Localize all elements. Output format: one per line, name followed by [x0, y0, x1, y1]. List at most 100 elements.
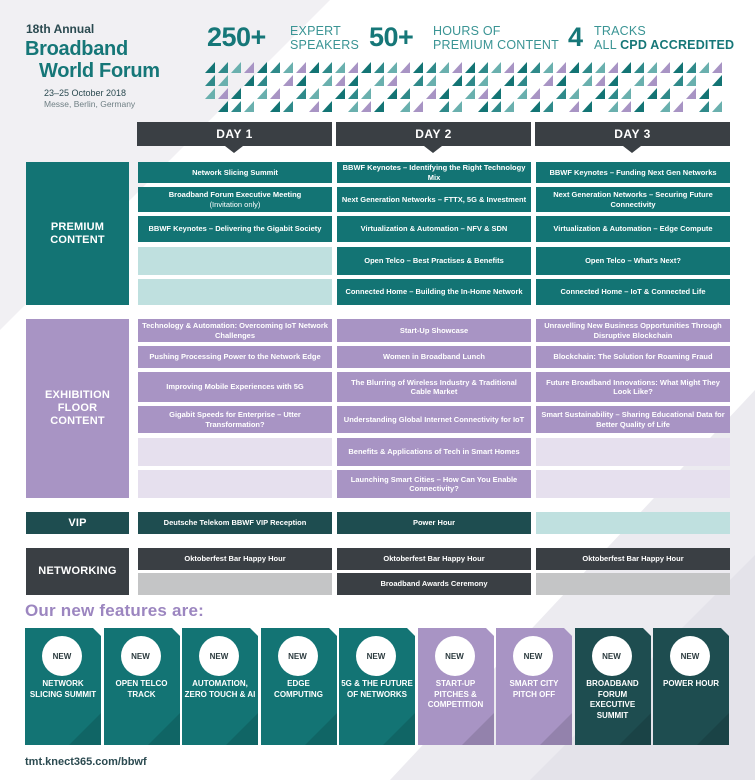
session-cell[interactable]: Open Telco – Best Practises & Benefits	[337, 247, 531, 275]
session-cell[interactable]: The Blurring of Wireless Industry & Trad…	[337, 372, 531, 402]
pattern-triangle	[595, 88, 605, 99]
session-cell[interactable]: Next Generation Networks – FTTX, 5G & In…	[337, 187, 531, 212]
pattern-triangle	[296, 62, 306, 73]
new-badge: NEW	[356, 636, 396, 676]
pattern-triangle	[699, 62, 709, 73]
pattern-triangle	[634, 62, 644, 73]
pattern-triangle	[504, 75, 514, 86]
session-cell[interactable]: Connected Home – IoT & Connected Life	[536, 279, 730, 305]
pattern-triangle	[504, 62, 514, 73]
pattern-triangle	[452, 62, 462, 73]
session-cell[interactable]: Benefits & Applications of Tech in Smart…	[337, 438, 531, 466]
exhibition-floor-label: EXHIBITION FLOOR CONTENT	[26, 319, 129, 498]
session-cell[interactable]: Women in Broadband Lunch	[337, 346, 531, 368]
pattern-triangle	[205, 75, 215, 86]
pattern-triangle	[231, 62, 241, 73]
day2-header: DAY 2	[336, 122, 531, 146]
day2-arrow-icon	[424, 146, 442, 153]
pattern-triangle	[231, 101, 241, 112]
session-cell[interactable]: Next Generation Networks – Securing Futu…	[536, 187, 730, 212]
pattern-triangle	[647, 88, 657, 99]
pattern-triangle	[673, 101, 683, 112]
session-cell[interactable]: Connected Home – Building the In-Home Ne…	[337, 279, 531, 305]
pattern-triangle	[465, 88, 475, 99]
session-cell[interactable]: BBWF Keynotes – Funding Next Gen Network…	[536, 162, 730, 183]
pattern-triangle	[621, 88, 631, 99]
pattern-triangle	[335, 75, 345, 86]
session-cell[interactable]: Pushing Processing Power to the Network …	[138, 346, 332, 368]
pattern-triangle	[660, 62, 670, 73]
session-cell[interactable]: Power Hour	[337, 512, 531, 534]
session-cell[interactable]: Virtualization & Automation – Edge Compu…	[536, 216, 730, 242]
pattern-triangle	[309, 62, 319, 73]
feature-label: BROADBAND FORUM EXECUTIVE SUMMIT	[586, 679, 639, 720]
feature-card[interactable]: NEW 5G & THE FUTURE OF NETWORKS	[339, 628, 415, 745]
pattern-triangle	[699, 88, 709, 99]
empty-slot	[138, 247, 332, 275]
pattern-triangle	[296, 75, 306, 86]
feature-label: POWER HOUR	[663, 679, 719, 688]
pattern-triangle	[322, 75, 332, 86]
pattern-triangle	[582, 101, 592, 112]
session-cell[interactable]: Network Slicing Summit	[138, 162, 332, 183]
session-cell[interactable]: Launching Smart Cities – How Can You Ena…	[337, 470, 531, 498]
stat-tracks-label: TRACKS ALL CPD ACCREDITED	[594, 24, 734, 52]
event-venue: Messe, Berlin, Germany	[44, 99, 136, 109]
pattern-triangle	[283, 75, 293, 86]
session-cell[interactable]: Open Telco – What's Next?	[536, 247, 730, 275]
pattern-triangle	[712, 62, 722, 73]
feature-label: 5G & THE FUTURE OF NETWORKS	[341, 679, 413, 699]
session-cell[interactable]: BBWF Keynotes – Identifying the Right Te…	[337, 162, 531, 183]
pattern-triangle	[478, 88, 488, 99]
empty-slot	[138, 470, 332, 498]
session-cell[interactable]: Virtualization & Automation – NFV & SDN	[337, 216, 531, 242]
session-cell[interactable]: Oktoberfest Bar Happy Hour	[337, 548, 531, 570]
pattern-triangle	[361, 62, 371, 73]
pattern-triangle	[582, 62, 592, 73]
pattern-triangle	[634, 75, 644, 86]
day1-arrow-icon	[225, 146, 243, 153]
event-url-link[interactable]: tmt.knect365.com/bbwf	[25, 756, 147, 768]
stat-tracks-line1: TRACKS	[594, 24, 646, 38]
pattern-triangle	[647, 75, 657, 86]
session-cell[interactable]: Broadband Awards Ceremony	[337, 573, 531, 595]
new-badge: NEW	[120, 636, 161, 676]
session-cell[interactable]: Start-Up Showcase	[337, 319, 531, 342]
session-cell[interactable]: Oktoberfest Bar Happy Hour	[536, 548, 730, 570]
session-cell[interactable]: Improving Mobile Experiences with 5G	[138, 372, 332, 402]
pattern-triangle	[205, 62, 215, 73]
session-cell[interactable]: Smart Sustainability – Sharing Education…	[536, 406, 730, 433]
pattern-triangle	[504, 101, 514, 112]
pattern-triangle	[517, 88, 527, 99]
new-badge: NEW	[513, 636, 553, 676]
session-cell[interactable]: Technology & Automation: Overcoming IoT …	[138, 319, 332, 342]
pattern-triangle	[465, 62, 475, 73]
pattern-triangle	[244, 101, 254, 112]
session-cell[interactable]: Blockchain: The Solution for Roaming Fra…	[536, 346, 730, 368]
stat-tracks-number: 4	[568, 22, 583, 52]
pattern-triangle	[283, 62, 293, 73]
session-cell[interactable]: Gigabit Speeds for Enterprise – Utter Tr…	[138, 406, 332, 433]
pattern-triangle	[491, 101, 501, 112]
session-cell[interactable]: Oktoberfest Bar Happy Hour	[138, 548, 332, 570]
pattern-triangle	[348, 101, 358, 112]
session-cell[interactable]: Future Broadband Innovations: What Might…	[536, 372, 730, 402]
pattern-triangle	[387, 75, 397, 86]
session-cell[interactable]: Understanding Global Internet Connectivi…	[337, 406, 531, 433]
session-cell[interactable]: Broadband Forum Executive Meeting (Invit…	[138, 187, 332, 212]
session-cell[interactable]: BBWF Keynotes – Delivering the Gigabit S…	[138, 216, 332, 242]
session-cell[interactable]: Unravelling New Business Opportunities T…	[536, 319, 730, 342]
event-title-line2: World Forum	[39, 60, 160, 82]
stat-tracks-prefix: ALL	[594, 38, 621, 52]
pattern-triangle	[270, 101, 280, 112]
session-cell[interactable]: Deutsche Telekom BBWF VIP Reception	[138, 512, 332, 534]
day3-header: DAY 3	[535, 122, 730, 146]
